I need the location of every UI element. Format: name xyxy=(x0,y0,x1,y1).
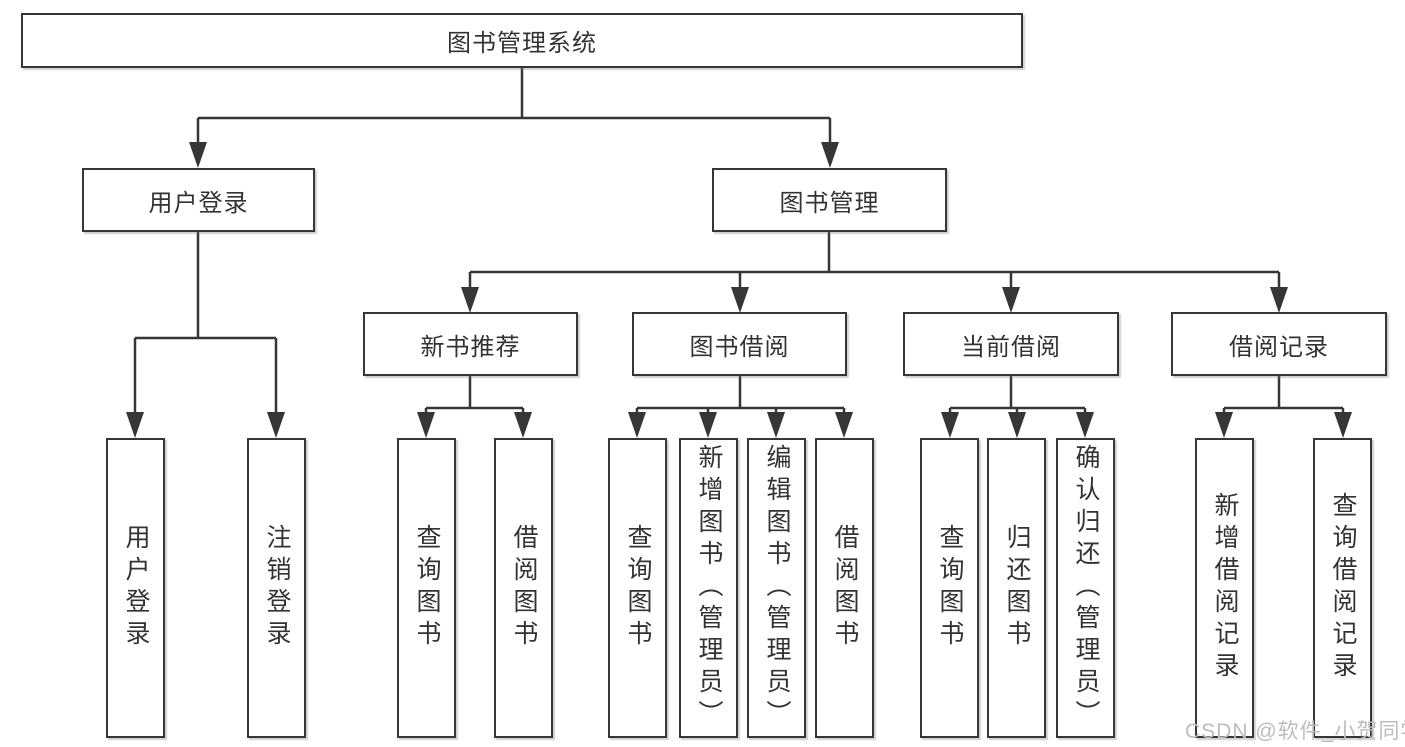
leaf-query-books-2: 查询图书 xyxy=(608,438,667,738)
leaf-query-books-1: 查询图书 xyxy=(397,438,456,738)
leaf-confirm-return-admin: 确认归还（管理员） xyxy=(1056,438,1115,738)
node-current-borrow: 当前借阅 xyxy=(903,312,1119,376)
node-borrow-records: 借阅记录 xyxy=(1171,312,1387,376)
leaf-borrow-books-1: 借阅图书 xyxy=(494,438,553,738)
leaf-query-borrow-record: 查询借阅记录 xyxy=(1313,438,1372,738)
node-user-login: 用户登录 xyxy=(82,168,315,232)
node-book-management: 图书管理 xyxy=(712,168,947,232)
leaf-logout: 注销登录 xyxy=(247,438,306,738)
node-new-book-recommend: 新书推荐 xyxy=(363,312,578,376)
arrowheads xyxy=(126,142,1352,438)
leaf-add-borrow-record: 新增借阅记录 xyxy=(1195,438,1254,738)
leaf-user-login: 用户登录 xyxy=(106,438,165,738)
node-library-system: 图书管理系统 xyxy=(21,13,1023,68)
leaf-borrow-books-2: 借阅图书 xyxy=(815,438,874,738)
node-book-borrow: 图书借阅 xyxy=(632,312,847,376)
leaf-query-books-3: 查询图书 xyxy=(920,438,979,738)
watermark: CSDN @软件_小贺同学 xyxy=(1185,720,1405,743)
leaf-add-books-admin: 新增图书（管理员） xyxy=(679,438,738,738)
leaf-return-books: 归还图书 xyxy=(987,438,1046,738)
leaf-edit-books-admin: 编辑图书（管理员） xyxy=(747,438,806,738)
